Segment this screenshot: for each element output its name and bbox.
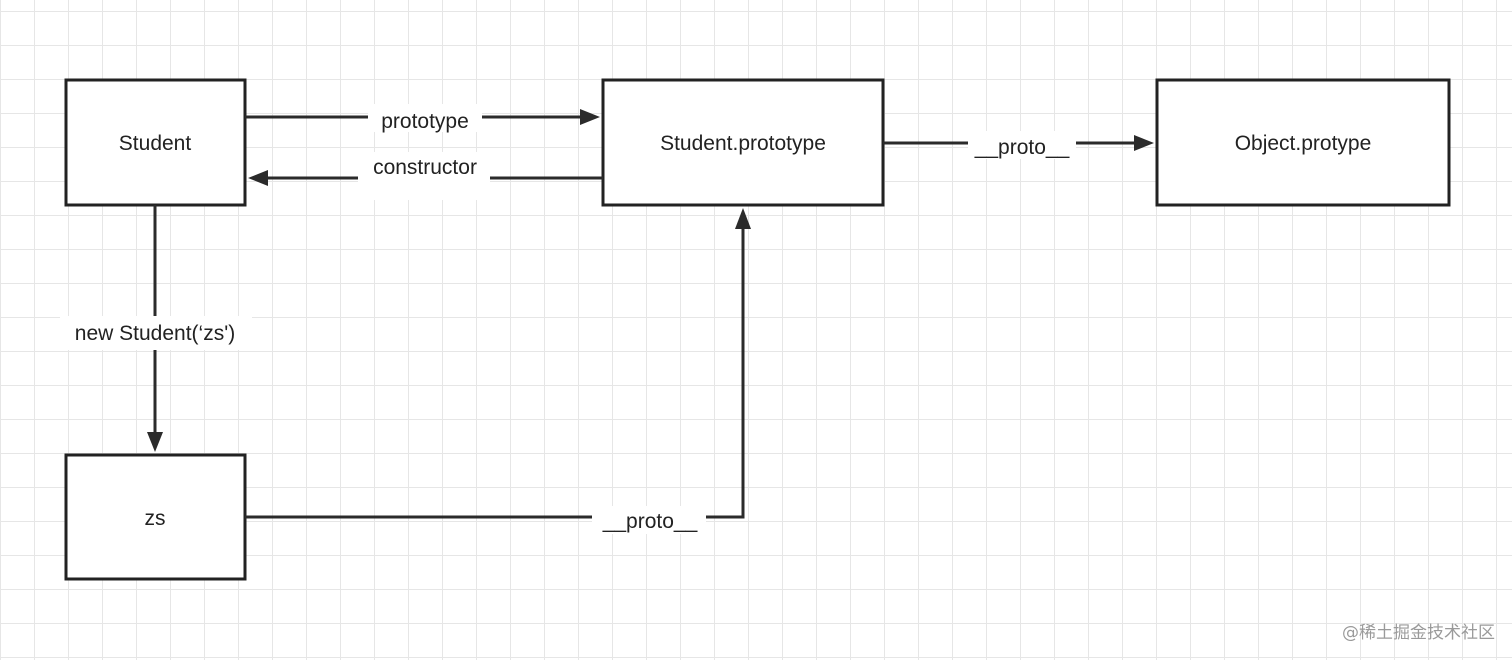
watermark-text: @稀土掘金技术社区	[1342, 623, 1495, 643]
edge-proto-zs-label: __proto__	[602, 510, 698, 533]
node-student-prototype: Student.prototype	[601, 78, 885, 207]
node-student: Student	[64, 78, 247, 207]
edge-new-student-label: new Student(‘zs')	[75, 322, 235, 345]
edge-proto-to-object-label: __proto__	[974, 136, 1070, 159]
edge-constructor-label: constructor	[373, 156, 477, 179]
edge-prototype-label: prototype	[381, 110, 469, 133]
edge-constructor: constructor	[248, 152, 603, 200]
node-object-prototype: Object.protype	[1155, 78, 1451, 207]
node-student-label: Student	[119, 132, 192, 155]
edge-proto-to-object: __proto__	[883, 131, 1154, 159]
node-student-prototype-label: Student.prototype	[660, 132, 826, 155]
edge-new-student: new Student(‘zs')	[60, 205, 252, 452]
edge-prototype: prototype	[245, 104, 600, 133]
node-zs-label: zs	[145, 507, 166, 530]
edge-proto-zs: __proto__	[245, 208, 751, 534]
node-object-prototype-label: Object.protype	[1235, 132, 1372, 155]
node-zs: zs	[64, 453, 247, 581]
